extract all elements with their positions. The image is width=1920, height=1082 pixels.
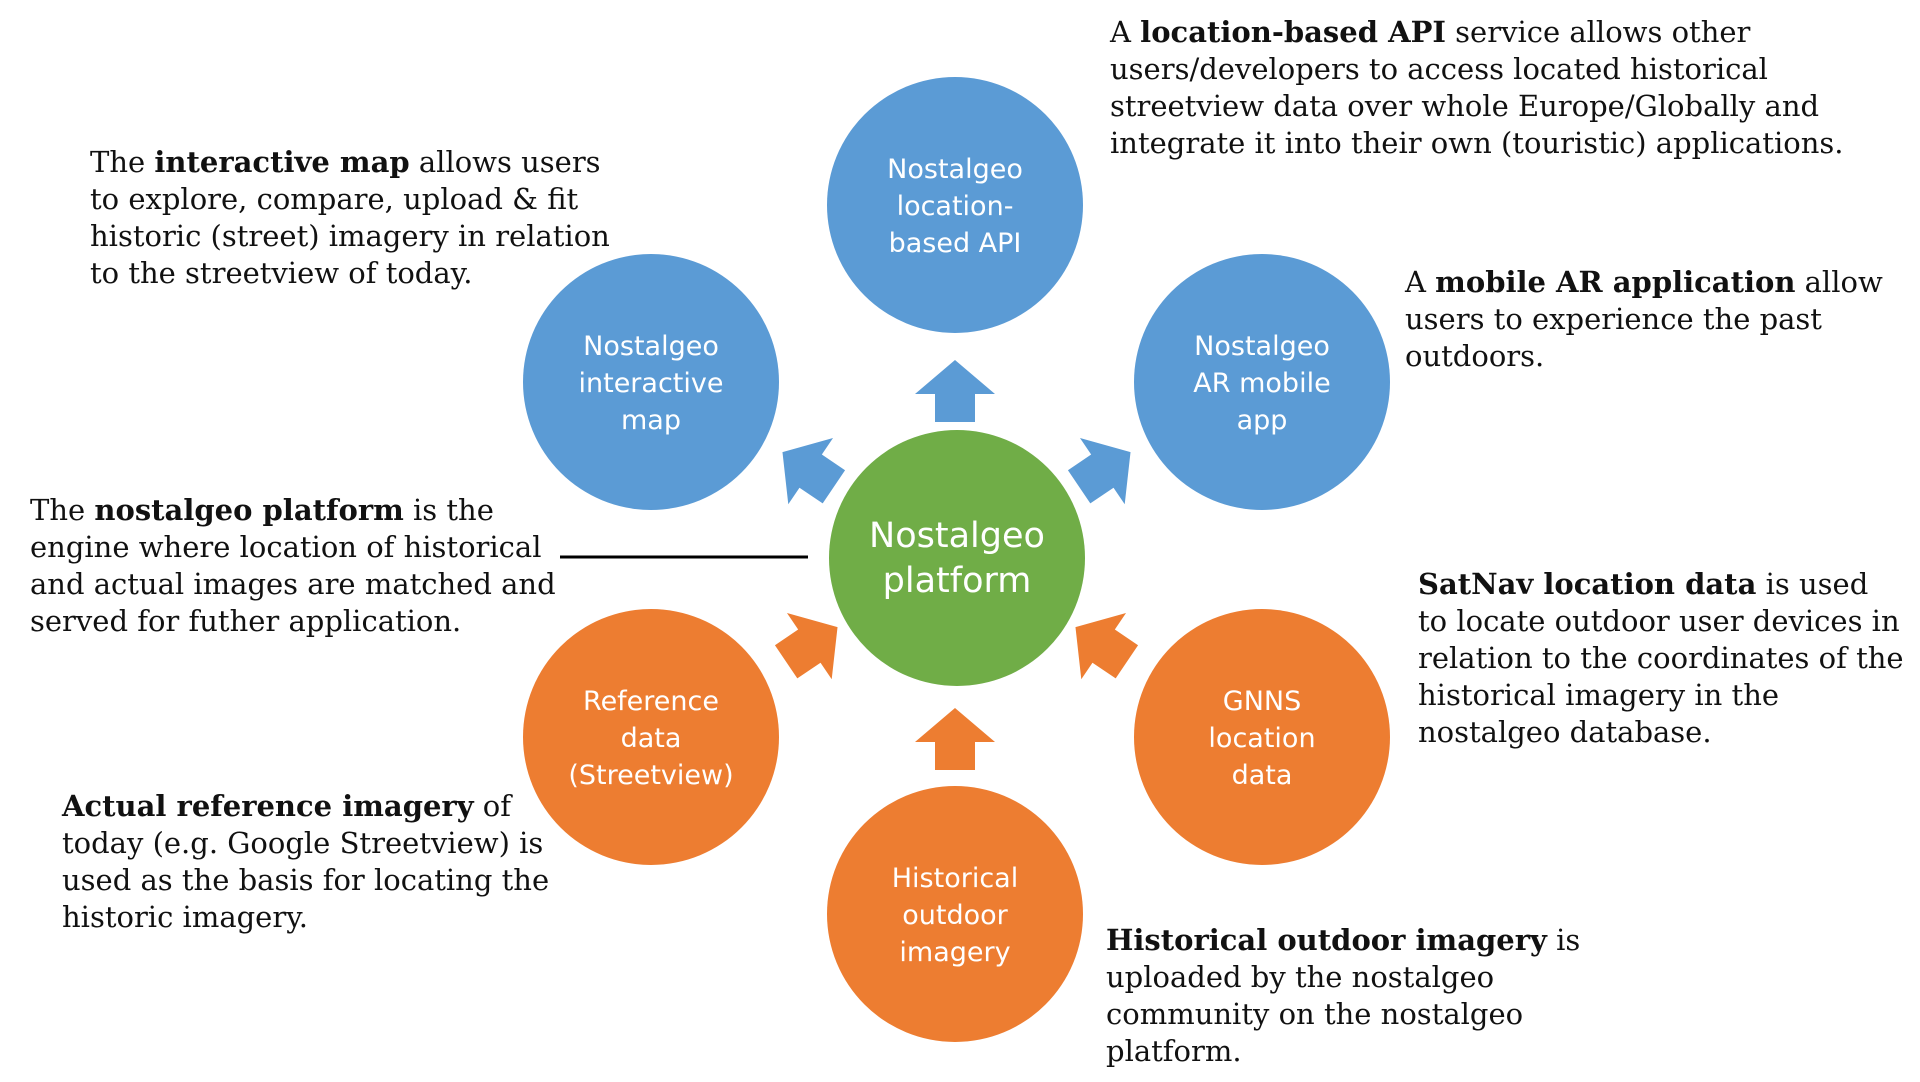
node-center-line-2: platform [883, 561, 1032, 601]
description-platform: The nostalgeo platform is the engine whe… [30, 492, 556, 640]
node-map-line-1: Nostalgeo [583, 331, 719, 362]
node-reference-line-3: (Streetview) [568, 760, 733, 791]
description-satnav-line: relation to the coordinates of the [1418, 641, 1904, 675]
description-platform-line: and actual images are matched and [30, 567, 556, 601]
node-historical-line-1: Historical [892, 863, 1018, 894]
arrow-from-historical [915, 708, 995, 770]
node-gnns-line-3: data [1232, 760, 1293, 791]
arrow-to-ar [1067, 437, 1131, 505]
node-map: Nostalgeo interactive map [523, 254, 779, 510]
node-historical-line-3: imagery [899, 937, 1010, 968]
node-historical-line-2: outdoor [902, 900, 1008, 931]
arrow-from-reference [774, 612, 838, 680]
node-ar-line-1: Nostalgeo [1194, 331, 1330, 362]
description-ar-line: users to experience the past [1405, 302, 1822, 336]
description-api-line: users/developers to access located histo… [1110, 52, 1768, 86]
arrow-from-gnns [1075, 612, 1139, 680]
description-reference-line: historic imagery. [62, 900, 308, 934]
node-api-line-3: based API [889, 228, 1022, 259]
node-reference: Reference data (Streetview) [523, 609, 779, 865]
description-map: The interactive map allows users to expl… [90, 144, 610, 292]
description-reference-line: today (e.g. Google Streetview) is [62, 826, 544, 860]
description-satnav-line: nostalgeo database. [1418, 715, 1712, 749]
description-api-line: streetview data over whole Europe/Global… [1110, 89, 1820, 123]
description-api-first-line: A location-based API service allows othe… [1110, 15, 1751, 49]
description-platform-line: served for futher application. [30, 604, 462, 638]
node-gnns: GNNS location data [1134, 609, 1390, 865]
node-center-line-1: Nostalgeo [869, 516, 1045, 556]
description-historical: Historical outdoor imagery is uploaded b… [1106, 922, 1580, 1070]
description-historical-line: platform. [1106, 1034, 1242, 1068]
description-historical-line: community on the nostalgeo [1106, 997, 1524, 1031]
description-ar: A mobile AR application allow users to e… [1405, 264, 1883, 375]
arrow-to-api [915, 360, 995, 422]
node-map-line-3: map [621, 405, 681, 436]
description-map-line: to the streetview of today. [90, 256, 473, 290]
description-reference: Actual reference imagery of today (e.g. … [62, 788, 549, 936]
node-historical: Historical outdoor imagery [827, 786, 1083, 1042]
description-api: A location-based API service allows othe… [1110, 14, 1843, 162]
node-map-line-2: interactive [579, 368, 724, 399]
node-center: Nostalgeo platform [829, 430, 1085, 686]
description-api-line: integrate it into their own (touristic) … [1110, 126, 1844, 160]
description-satnav-first-line: SatNav location data is used [1418, 567, 1869, 601]
node-ar-line-3: app [1237, 405, 1288, 436]
description-reference-line: used as the basis for locating the [62, 863, 550, 897]
description-historical-first-line: Historical outdoor imagery is [1106, 923, 1581, 957]
description-ar-line: outdoors. [1405, 339, 1545, 373]
description-platform-first-line: The nostalgeo platform is the [30, 493, 494, 527]
description-ar-first-line: A mobile AR application allow [1405, 265, 1883, 299]
arrow-to-map [782, 437, 846, 505]
description-reference-first-line: Actual reference imagery of [62, 789, 511, 823]
description-satnav: SatNav location data is used to locate o… [1418, 566, 1904, 751]
description-historical-line: uploaded by the nostalgeo [1106, 960, 1495, 994]
node-reference-line-1: Reference [583, 686, 719, 717]
description-satnav-line: to locate outdoor user devices in [1418, 604, 1900, 638]
description-map-first-line: The interactive map allows users [90, 145, 601, 179]
node-api-line-1: Nostalgeo [887, 154, 1023, 185]
node-ar-line-2: AR mobile [1193, 368, 1330, 399]
description-platform-line: engine where location of historical [30, 530, 542, 564]
node-api-line-2: location- [897, 191, 1014, 222]
node-gnns-line-1: GNNS [1223, 686, 1301, 717]
description-map-line: historic (street) imagery in relation [90, 219, 610, 253]
node-ar: Nostalgeo AR mobile app [1134, 254, 1390, 510]
node-reference-line-2: data [621, 723, 682, 754]
node-gnns-line-2: location [1208, 723, 1315, 754]
description-map-line: to explore, compare, upload & fit [90, 182, 579, 216]
description-satnav-line: historical imagery in the [1418, 678, 1780, 712]
node-api: Nostalgeo location- based API [827, 77, 1083, 333]
